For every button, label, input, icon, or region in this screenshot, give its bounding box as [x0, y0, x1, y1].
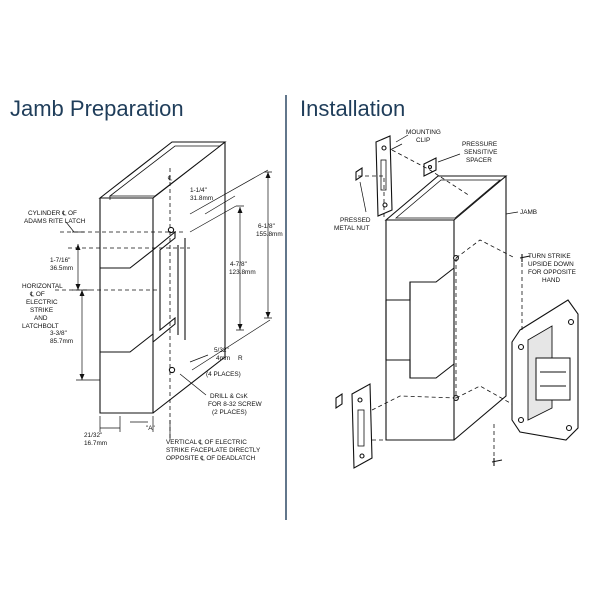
- pressure-spacer-label-2: SENSITIVE: [464, 149, 497, 156]
- jamb-labels: ℄ CYLINDER ℄ OF ADAMS RITE LATCH 1-7/16"…: [22, 175, 283, 462]
- horizontal-label-1: HORIZONTAL: [22, 283, 63, 290]
- installation-labels: MOUNTING CLIP PRESSURE SENSITIVE SPACER …: [334, 129, 576, 284]
- install-jamb-box: [384, 175, 508, 441]
- turn-strike-label-3: FOR OPPOSITE: [528, 269, 576, 276]
- mounting-clip-label-1: MOUNTING: [406, 129, 441, 136]
- dim-6-1-8-mm: 155.8mm: [256, 231, 283, 238]
- dim-3-3-8-in: 3-3/8": [50, 330, 67, 337]
- dim-5-32-in: 5/32": [214, 347, 229, 354]
- cylinder-label-1: CYLINDER ℄ OF: [28, 210, 77, 217]
- dim-1-7-16-mm: 36.5mm: [50, 265, 73, 272]
- turn-strike-label-1: TURN STRIKE: [528, 253, 571, 260]
- dim-5-32-mm: 4mm: [216, 355, 230, 362]
- dim-21-32-in: 21/32": [84, 432, 102, 439]
- drill-label-1: DRILL & CsK: [210, 393, 249, 400]
- jamb-preparation-drawing: [55, 141, 272, 440]
- dim-1-7-16-in: 1-7/16": [50, 257, 70, 264]
- dim-5-32-r: R: [238, 355, 243, 362]
- mounting-clip-top: [375, 135, 403, 217]
- electric-strike: [511, 299, 579, 441]
- cylinder-label-2: ADAMS RITE LATCH: [24, 218, 86, 225]
- cl-mark-top: ℄: [167, 175, 172, 182]
- mounting-clip-bottom: [335, 383, 373, 469]
- dim-21-32-mm: 16.7mm: [84, 440, 107, 447]
- dim-4-7-8-in: 4-7/8": [230, 261, 247, 268]
- pressed-nut-label-2: METAL NUT: [334, 225, 370, 232]
- dim-a-label: "A": [146, 425, 155, 432]
- installation-title: Installation: [300, 96, 405, 121]
- drill-label-2: FOR 8-32 SCREW: [208, 401, 263, 408]
- horizontal-label-3: ELECTRIC: [26, 299, 58, 306]
- jamb-preparation-title: Jamb Preparation: [10, 96, 184, 121]
- pressure-spacer-label-1: PRESSURE: [462, 141, 497, 148]
- turn-strike-label-4: HAND: [542, 277, 560, 284]
- dim-1-1-4-mm: 31.8mm: [190, 195, 213, 202]
- installation-drawing: [335, 134, 579, 469]
- horizontal-label-2: ℄ OF: [29, 291, 45, 298]
- screw-bottom: [491, 458, 503, 466]
- jamb-label: JAMB: [520, 209, 537, 216]
- dim-6-1-8-in: 6-1/8": [258, 223, 275, 230]
- horizontal-label-6: LATCHBOLT: [22, 323, 59, 330]
- drill-label-3: (2 PLACES): [212, 409, 247, 416]
- horizontal-label-4: STRIKE: [30, 307, 53, 314]
- pressure-spacer-label-3: SPACER: [466, 157, 492, 164]
- pressed-nut-label-1: PRESSED: [340, 217, 371, 224]
- dim-3-3-8-mm: 85.7mm: [50, 338, 73, 345]
- pressed-metal-nut: [355, 166, 363, 182]
- horizontal-label-5: AND: [34, 315, 48, 322]
- dim-5-32-places: (4 PLACES): [206, 371, 241, 378]
- dim-1-1-4-in: 1-1/4": [190, 187, 207, 194]
- vertical-label-3: OPPOSITE ℄ OF DEADLATCH: [166, 455, 256, 462]
- mounting-clip-label-2: CLIP: [416, 137, 430, 144]
- vertical-label-1: VERTICAL ℄ OF ELECTRIC: [166, 439, 247, 446]
- vertical-label-2: STRIKE FACEPLATE DIRECTLY: [166, 447, 261, 454]
- dim-4-7-8-mm: 123.8mm: [229, 269, 256, 276]
- jamb-box: [98, 141, 227, 414]
- dim-1-1-4-line: [204, 195, 236, 215]
- turn-strike-label-2: UPSIDE DOWN: [528, 261, 574, 268]
